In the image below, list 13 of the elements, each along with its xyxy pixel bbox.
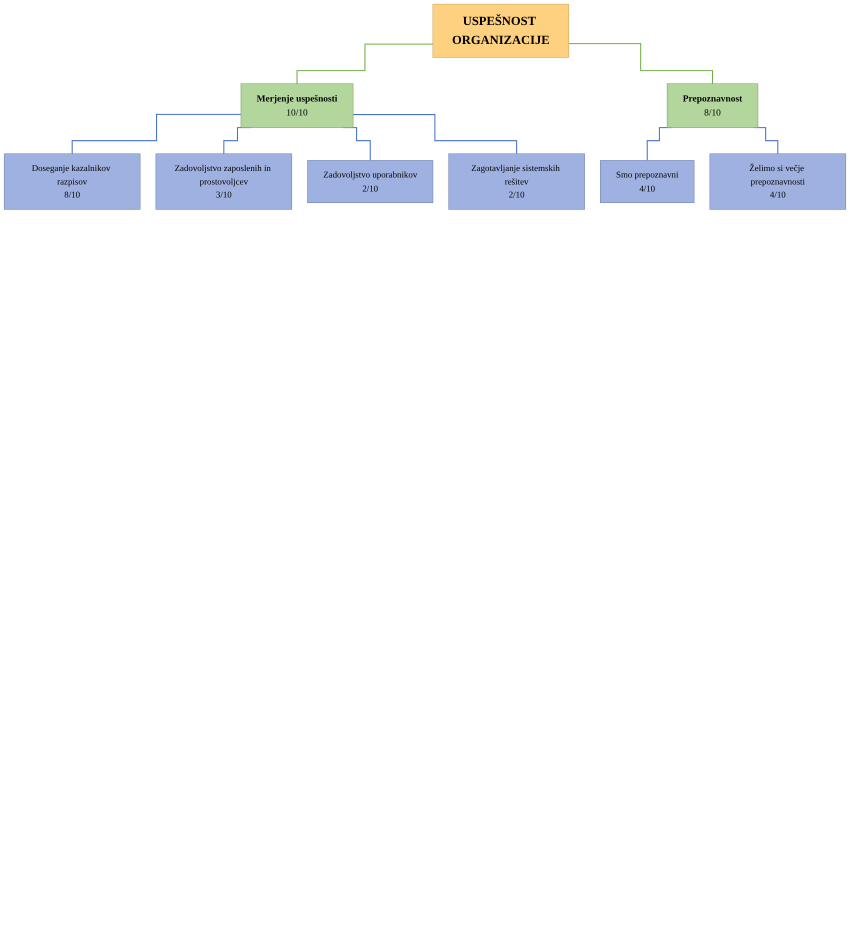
connector: [72, 114, 241, 154]
node-box: Smo prepoznavni 4/10: [600, 160, 694, 204]
node-box: Zagotavljanje sistemskih rešitev 2/10: [448, 153, 585, 210]
node-box: Prepoznavnost 8/10: [666, 83, 758, 128]
node-box: Merjenje uspešnosti 10/10: [240, 83, 354, 128]
node-box: USPEŠNOST ORGANIZACIJE: [432, 4, 570, 58]
node-box: Želimo si večje prepoznavnosti 4/10: [710, 153, 846, 210]
node-box: Zadovoljstvo zaposlenih in prostovoljcev 3/10: [156, 153, 292, 210]
node-box: Zadovoljstvo uporabnikov 2/10: [307, 160, 434, 204]
connector: [568, 43, 714, 84]
node-box: Doseganje kazalnikov razpisov 8/10: [4, 153, 140, 210]
connector: [353, 114, 518, 154]
connector: [296, 44, 433, 84]
